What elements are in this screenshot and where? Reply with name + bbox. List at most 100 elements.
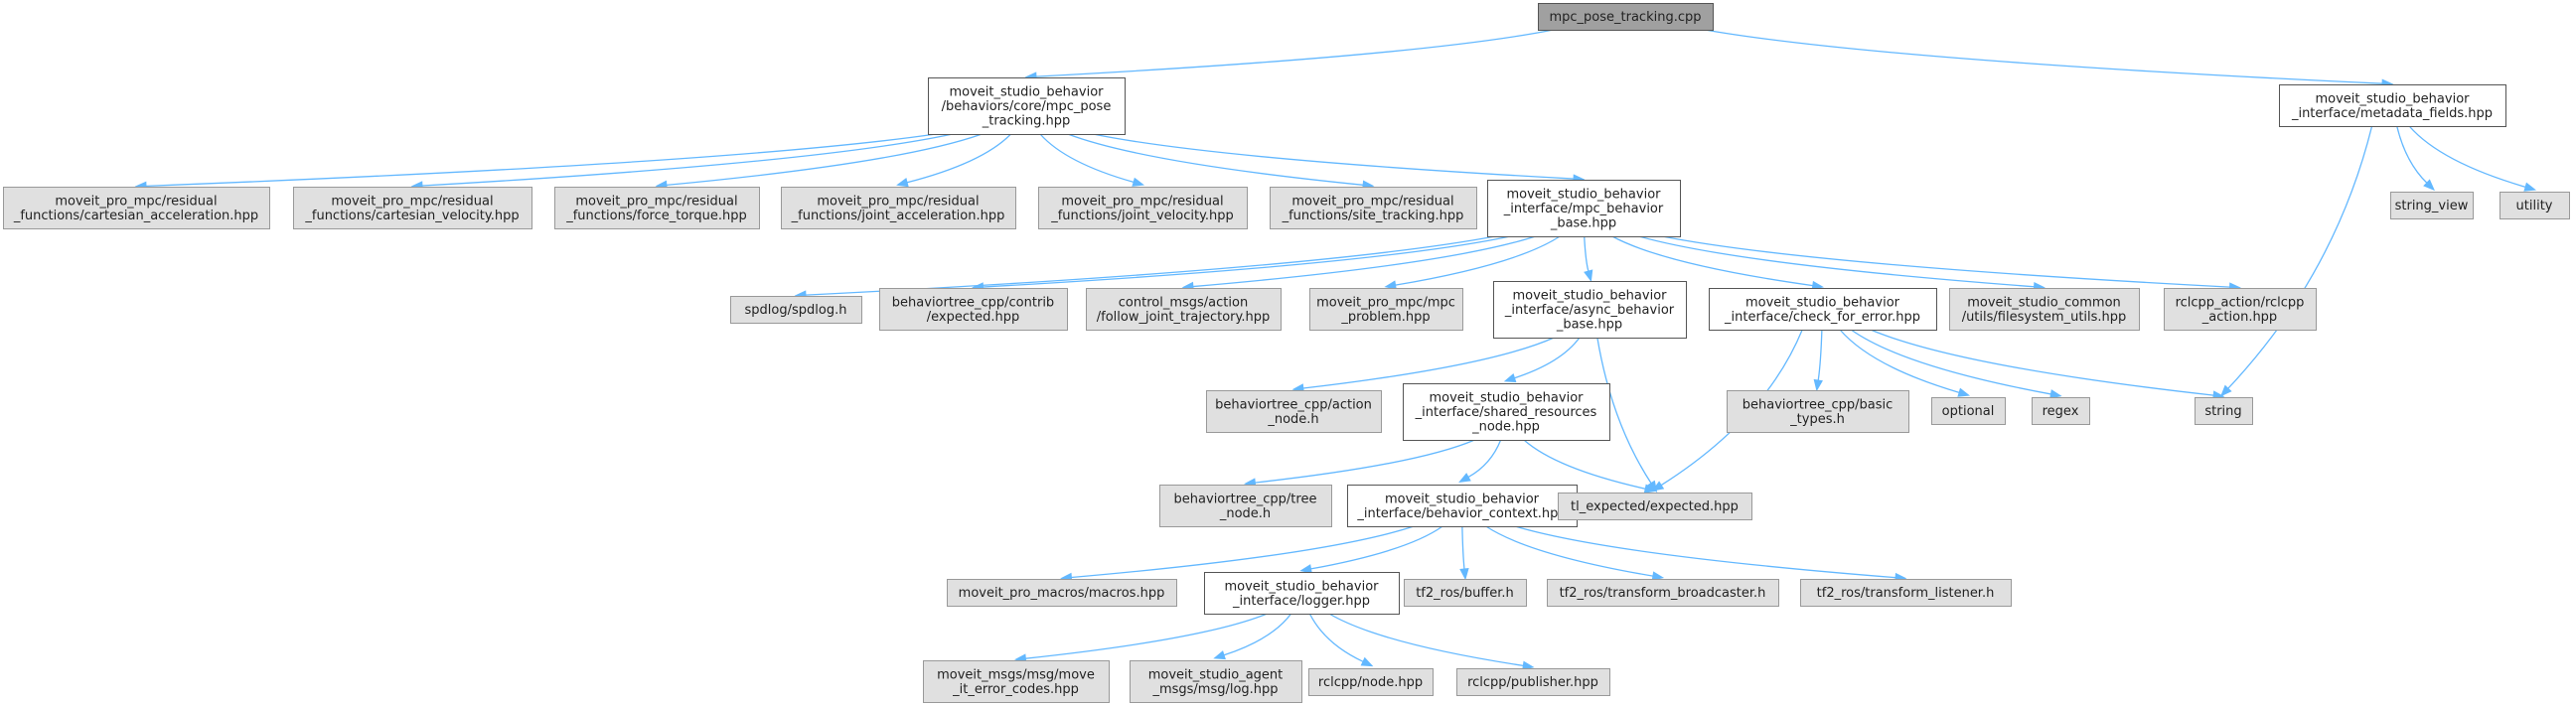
- node-box: [947, 579, 1177, 607]
- node-label-line: _functions/force_torque.hpp: [565, 209, 747, 223]
- node-box: [1130, 660, 1302, 703]
- edge-arrowhead: [896, 178, 909, 188]
- node-root: mpc_pose_tracking.cpp: [1538, 3, 1714, 31]
- node-mpc_problem: moveit_pro_mpc/mpc_problem.hpp: [1309, 288, 1463, 331]
- node-label-line: _base.hpp: [1556, 318, 1622, 333]
- node-shared[interactable]: moveit_studio_behavior_interface/shared_…: [1403, 383, 1610, 441]
- node-fsutils: moveit_studio_common/utils/filesystem_ut…: [1949, 288, 2140, 331]
- edge-arrowhead: [1360, 656, 1374, 667]
- node-label-line: moveit_pro_mpc/residual: [331, 194, 493, 209]
- node-label-line: moveit_studio_behavior: [1429, 391, 1584, 406]
- edge-arrowhead: [1584, 269, 1593, 283]
- edge-line: [1223, 613, 1292, 656]
- node-box: [1456, 668, 1610, 696]
- edge-core-to-r_jacc: [896, 133, 1011, 188]
- node-tf2_buffer: tf2_ros/buffer.h: [1404, 579, 1527, 607]
- node-box: [1159, 485, 1332, 527]
- node-label-line: moveit_studio_behavior: [1506, 188, 1661, 203]
- node-mpcbase[interactable]: moveit_studio_behavior_interface/mpc_beh…: [1487, 180, 1681, 237]
- node-label-line: tf2_ros/transform_listener.h: [1817, 586, 1995, 601]
- node-move_it_err: moveit_msgs/msg/move_it_error_codes.hpp: [923, 660, 1110, 703]
- node-box: [781, 187, 1016, 229]
- edge-line: [1514, 525, 1896, 579]
- node-label-line: /follow_joint_trajectory.hpp: [1097, 310, 1271, 325]
- edge-meta-to-string_view: [2396, 125, 2435, 192]
- node-label-line: rclcpp/publisher.hpp: [1467, 675, 1598, 690]
- node-label-line: _it_error_codes.hpp: [952, 682, 1079, 697]
- node-rclcpp_node: rclcpp/node.hpp: [1308, 668, 1434, 696]
- node-tl_expected: tl_expected/expected.hpp: [1558, 493, 1752, 520]
- node-label-line: moveit_pro_macros/macros.hpp: [959, 586, 1165, 601]
- edge-arrowhead: [1651, 571, 1665, 581]
- node-label-line: _interface/metadata_fields.hpp: [2291, 106, 2493, 121]
- node-string_view: string_view: [2390, 192, 2474, 219]
- node-core[interactable]: moveit_studio_behavior/behaviors/core/mp…: [928, 77, 1126, 135]
- node-label-line: _node.h: [1267, 412, 1318, 427]
- edge-arrowhead: [1651, 481, 1665, 492]
- node-r_jacc: moveit_pro_mpc/residual_functions/joint_…: [781, 187, 1016, 229]
- node-agent_log: moveit_studio_agent_msgs/msg/log.hpp: [1130, 660, 1302, 703]
- edge-async-to-shared: [1503, 337, 1581, 383]
- node-label-line: _interface/check_for_error.hpp: [1724, 310, 1920, 325]
- node-box: [3, 187, 270, 229]
- edge-arrowhead: [2423, 179, 2435, 192]
- edge-line: [906, 133, 1011, 184]
- node-box: [2279, 84, 2506, 127]
- node-label-line: moveit_studio_common: [1967, 295, 2121, 310]
- node-context[interactable]: moveit_studio_behavior_interface/behavio…: [1347, 485, 1578, 527]
- edge-line: [1514, 337, 1581, 379]
- edge-line: [1611, 235, 1813, 287]
- node-box: [554, 187, 760, 229]
- node-async[interactable]: moveit_studio_behavior_interface/async_b…: [1493, 281, 1687, 339]
- node-box: [730, 296, 862, 324]
- node-label-line: _node.hpp: [1471, 420, 1540, 435]
- edge-check-to-optional: [1839, 329, 1971, 397]
- edge-line: [1302, 337, 1555, 389]
- node-label-line: _node.h: [1219, 506, 1271, 521]
- node-string: string: [2195, 397, 2253, 425]
- node-label-line: moveit_studio_behavior: [1224, 579, 1379, 594]
- edge-mpcbase-to-fsutils: [1638, 235, 2046, 292]
- node-box: [879, 288, 1068, 331]
- node-label-line: moveit_pro_mpc/residual: [55, 194, 217, 209]
- node-label-line: _interface/logger.hpp: [1232, 594, 1370, 609]
- node-label-line: _msgs/msg/log.hpp: [1151, 682, 1278, 697]
- node-label-line: _interface/behavior_context.hpp: [1356, 506, 1566, 521]
- node-meta[interactable]: moveit_studio_behavior_interface/metadat…: [2279, 84, 2506, 127]
- edge-arrowhead: [1957, 387, 1971, 397]
- edge-arrowhead: [1459, 568, 1469, 581]
- edge-meta-to-string: [2220, 125, 2373, 397]
- node-box: [1558, 493, 1752, 520]
- edge-logger-to-move_it_err: [1014, 613, 1268, 663]
- node-label-line: _functions/cartesian_acceleration.hpp: [13, 209, 258, 223]
- edge-root-to-core: [1024, 29, 1554, 81]
- edge-context-to-tf2_listen: [1514, 525, 1907, 583]
- node-label-line: /expected.hpp: [927, 310, 1019, 325]
- node-check[interactable]: moveit_studio_behavior_interface/check_f…: [1709, 288, 1937, 331]
- edge-arrowhead: [2220, 384, 2232, 397]
- node-label-line: behaviortree_cpp/tree: [1174, 492, 1317, 506]
- node-bt_basic: behaviortree_cpp/basic_types.h: [1727, 390, 1909, 433]
- node-label-line: _functions/site_tracking.hpp: [1282, 209, 1464, 223]
- edge-logger-to-rclcpp_node: [1308, 613, 1374, 667]
- node-tf2_bcast: tf2_ros/transform_broadcaster.h: [1547, 579, 1779, 607]
- node-logger[interactable]: moveit_studio_behavior_interface/logger.…: [1204, 572, 1400, 615]
- node-label-line: optional: [1942, 404, 1995, 419]
- node-label-line: /utils/filesystem_utils.hpp: [1962, 310, 2127, 325]
- node-box: [1204, 572, 1400, 615]
- node-r_site: moveit_pro_mpc/residual_functions/site_t…: [1270, 187, 1477, 229]
- edge-line: [145, 133, 937, 187]
- node-rclcpp_action: rclcpp_action/rclcpp_action.hpp: [2164, 288, 2317, 331]
- node-label-line: _interface/shared_resources: [1415, 405, 1597, 420]
- edge-line: [2396, 125, 2428, 184]
- edge-line: [983, 235, 1511, 288]
- edge-context-to-tf2_bcast: [1485, 525, 1665, 581]
- edge-arrowhead: [1813, 378, 1823, 392]
- node-label-line: moveit_studio_behavior: [949, 85, 1104, 100]
- edge-mpcbase-to-check: [1611, 235, 1825, 291]
- node-bt_action: behaviortree_cpp/action_node.h: [1206, 390, 1382, 433]
- node-box: [1404, 579, 1527, 607]
- node-box: [1547, 579, 1779, 607]
- node-label-line: moveit_studio_behavior: [1512, 289, 1667, 304]
- edge-line: [1467, 439, 1502, 479]
